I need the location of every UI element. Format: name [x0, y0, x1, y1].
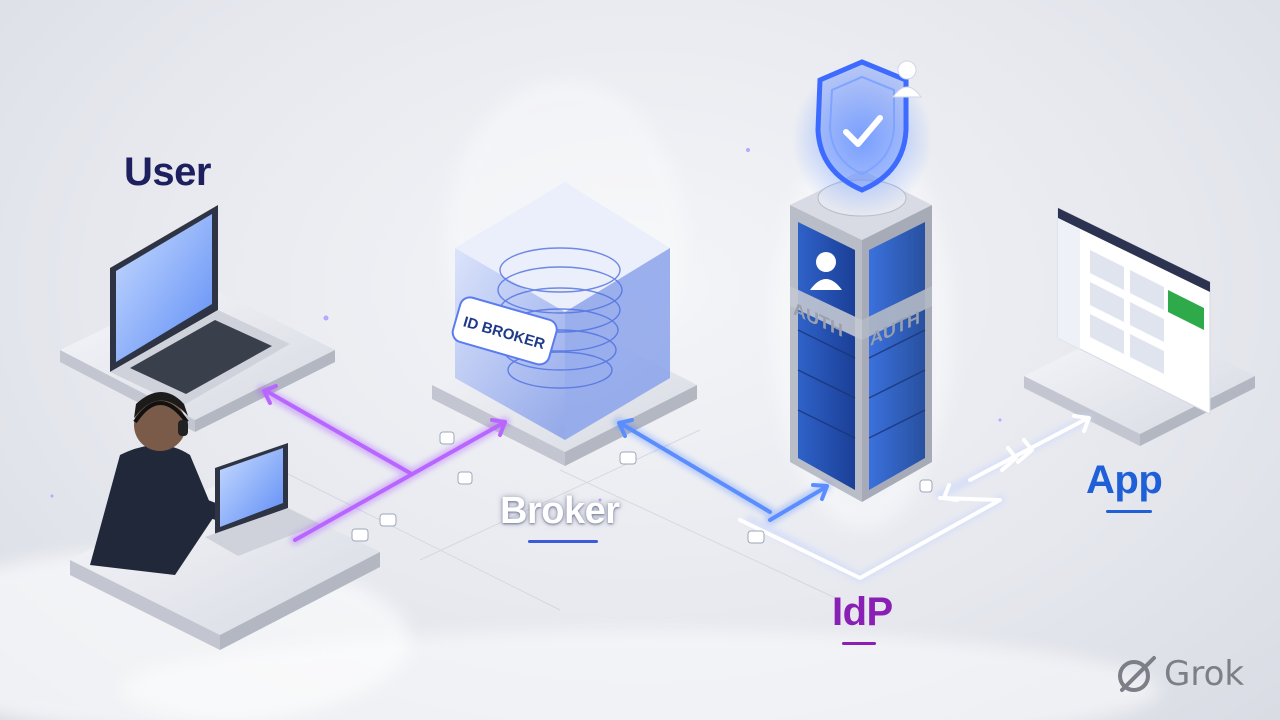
arrow-icon — [618, 421, 772, 514]
idp-app-flow — [738, 413, 1093, 583]
cube-icon — [455, 182, 670, 440]
idp-label: IdP — [832, 590, 893, 634]
person-laptop-icon — [205, 443, 320, 556]
shield-check-icon — [815, 59, 909, 193]
server-tower-icon — [790, 170, 932, 502]
id-broker-sign: ID BROKER — [451, 296, 558, 366]
grok-logo-icon — [1118, 656, 1156, 692]
app-label: App — [1086, 458, 1163, 502]
idp-underline — [842, 642, 876, 645]
broker-idp-flow — [613, 417, 831, 525]
watermark-text: Grok — [1164, 654, 1245, 694]
person-badge-icon — [892, 60, 922, 98]
arrow-icon — [266, 390, 412, 475]
broker-label: Broker — [500, 490, 620, 532]
arrow-icon — [293, 420, 507, 542]
user-label: User — [124, 150, 211, 194]
sparkles — [50, 148, 1002, 502]
person-with-headset-icon — [90, 392, 233, 575]
user-broker-flow — [257, 384, 510, 545]
flow-chip-icons — [351, 431, 933, 544]
laptop-icon — [110, 205, 290, 406]
app-window-icon — [1057, 207, 1211, 415]
user-icon — [810, 252, 842, 290]
grok-watermark: Grok — [1114, 652, 1244, 696]
app-underline — [1106, 510, 1152, 513]
arrow-icon — [768, 485, 828, 522]
broker-underline — [528, 540, 598, 543]
floor-grid — [259, 429, 841, 611]
